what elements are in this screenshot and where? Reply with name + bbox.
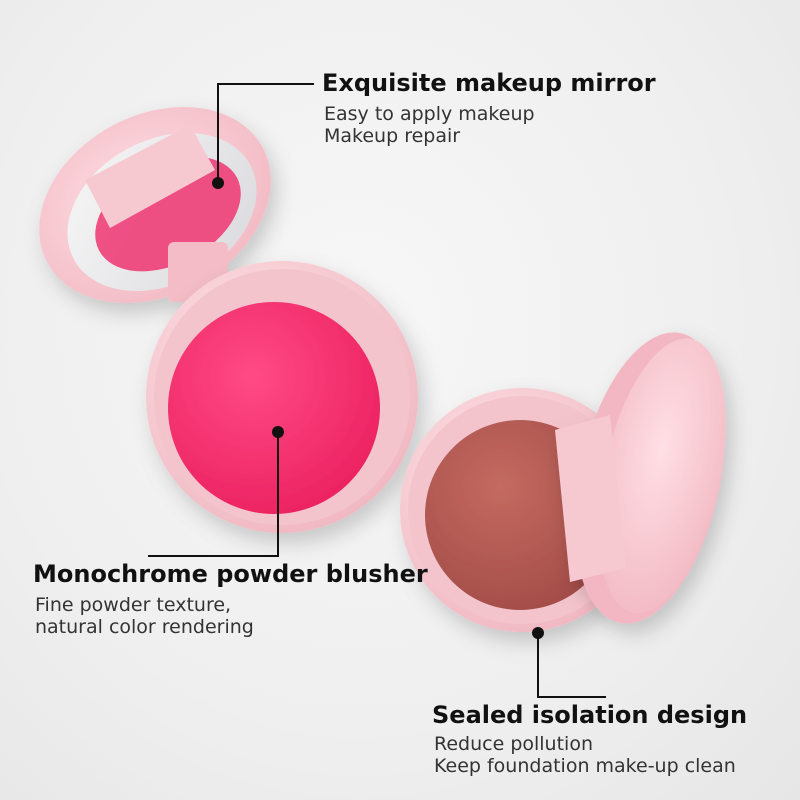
blusher-callout-line-2: natural color rendering <box>35 616 254 638</box>
blusher-callout-line-1: Fine powder texture, <box>35 594 232 616</box>
mirror-callout-line-2: Makeup repair <box>324 125 461 147</box>
mirror-leader-line <box>217 83 314 183</box>
blusher-leader-line <box>148 432 279 557</box>
hot-pink-compact <box>146 261 418 533</box>
blusher-callout-title: Monochrome powder blusher <box>33 560 428 588</box>
mirror-callout-line-1: Easy to apply makeup <box>324 103 535 125</box>
blusher-marker-dot <box>272 426 284 438</box>
mirror-callout-title: Exquisite makeup mirror <box>322 69 656 97</box>
mirror-lid <box>39 107 271 303</box>
sealed-callout-line-2: Keep foundation make-up clean <box>434 755 736 777</box>
closed-lid <box>555 332 726 624</box>
sealed-callout-line-1: Reduce pollution <box>434 733 593 755</box>
sealed-marker-dot <box>532 627 544 639</box>
sealed-leader-line <box>537 633 606 698</box>
sealed-callout-title: Sealed isolation design <box>432 701 748 729</box>
mirror-marker-dot <box>212 177 224 189</box>
